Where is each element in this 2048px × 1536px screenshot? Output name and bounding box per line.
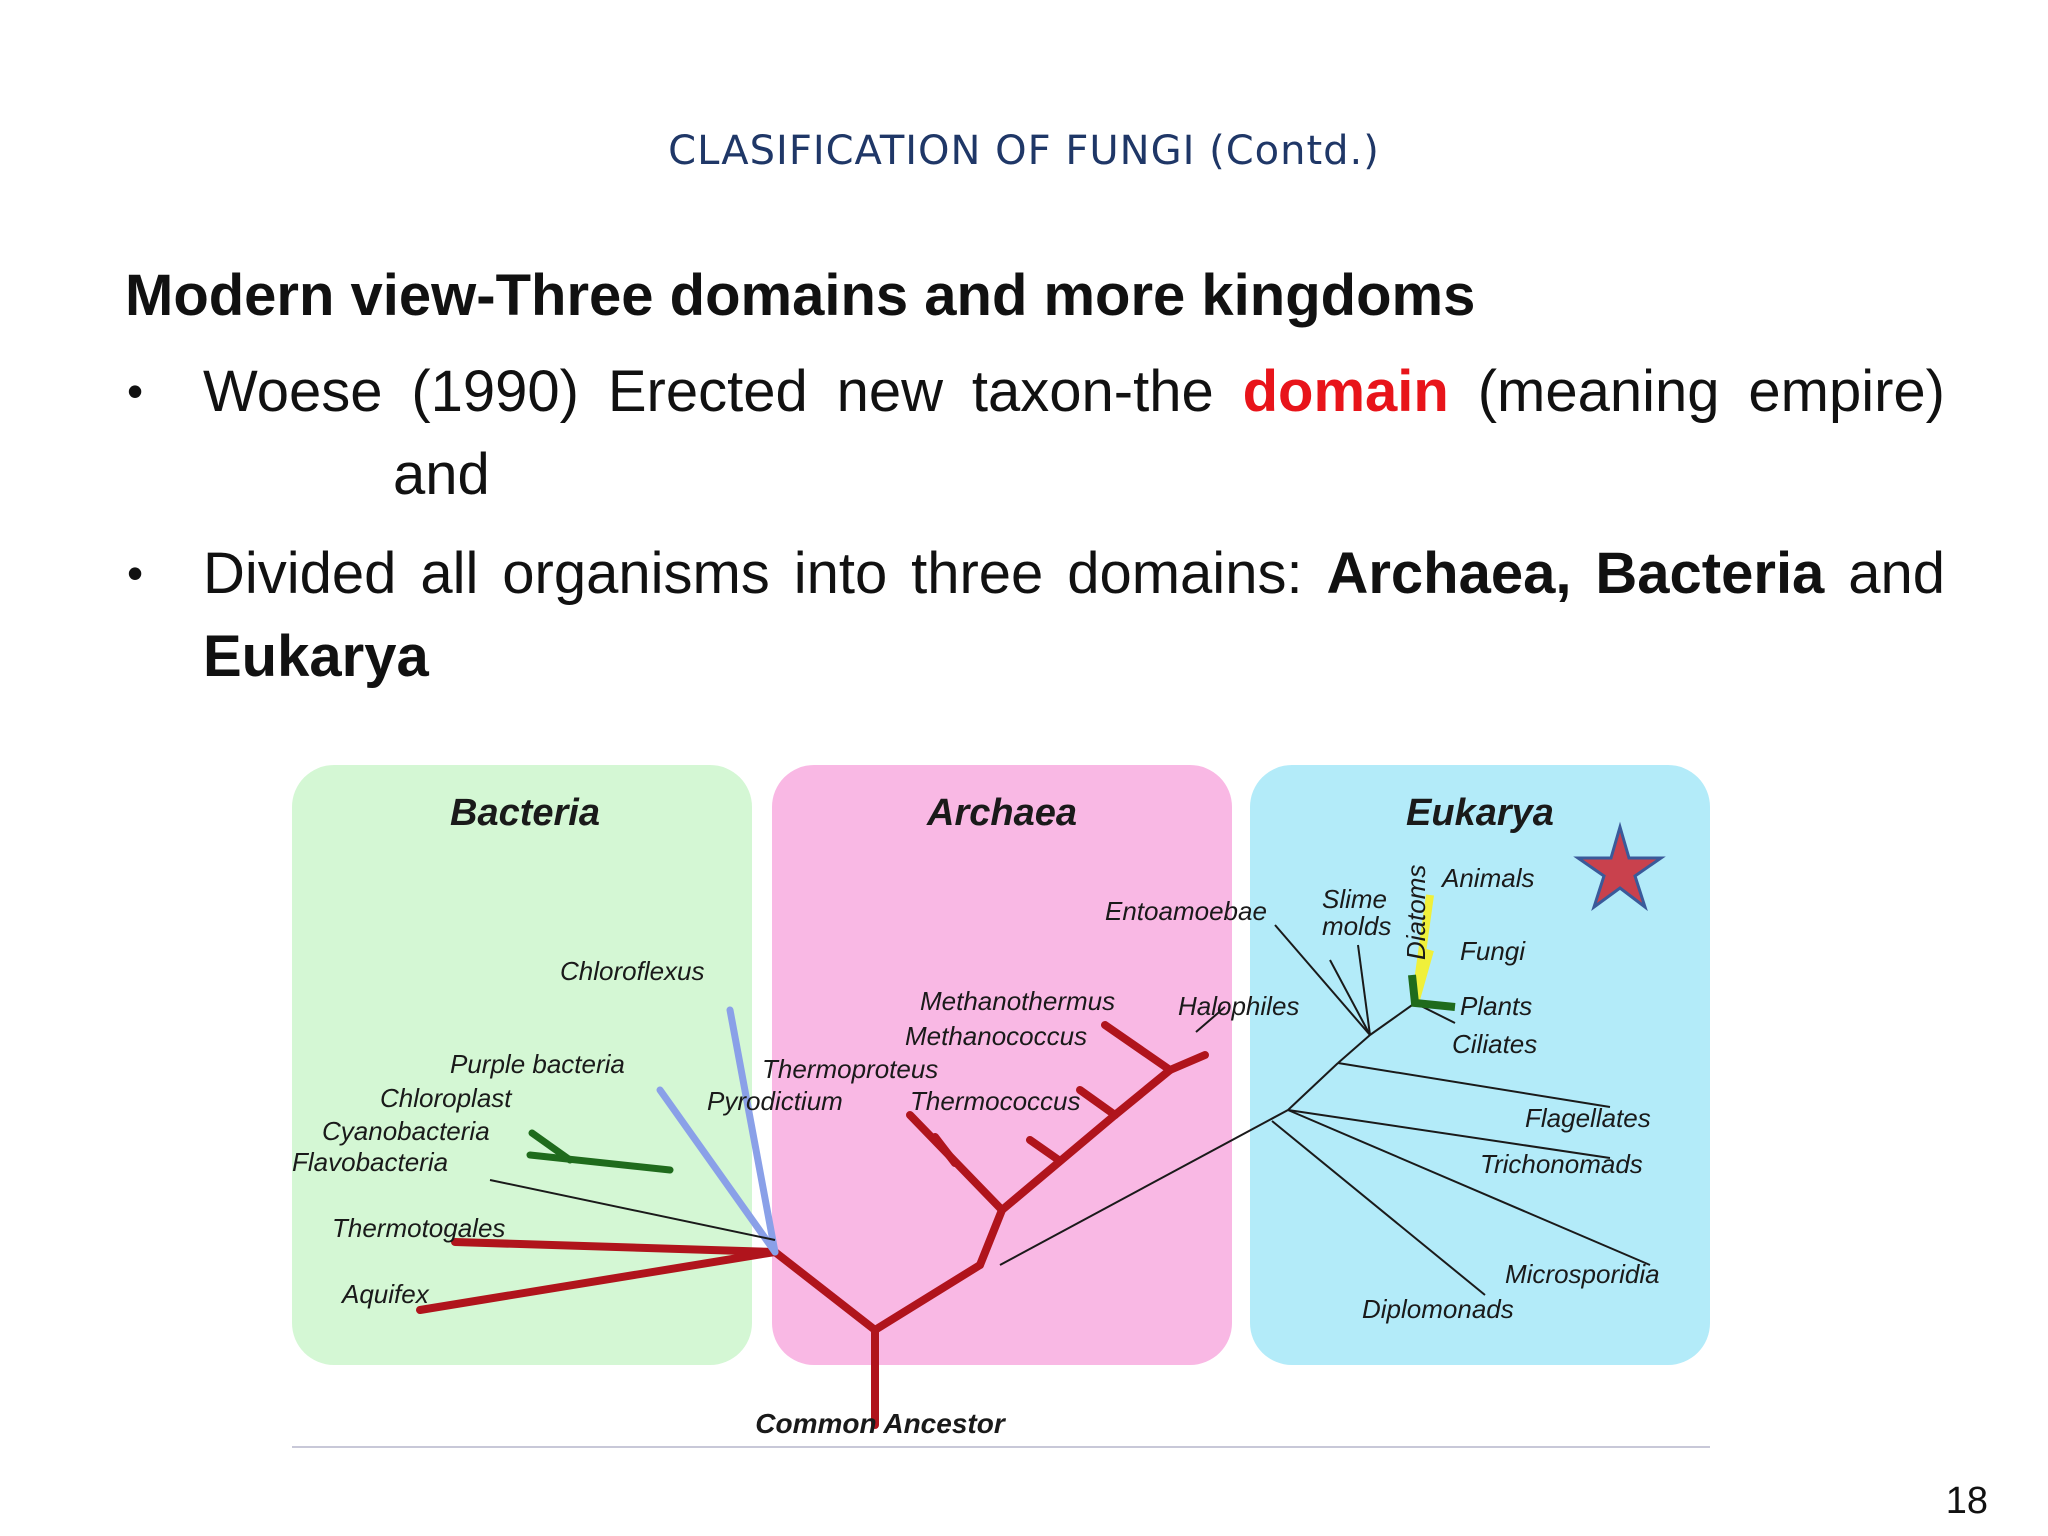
branch-plants xyxy=(1408,974,1456,1011)
label-slime-molds-2: molds xyxy=(1322,911,1391,941)
label-common-ancestor: Common Ancestor xyxy=(755,1408,1007,1439)
bullet-dot-icon: • xyxy=(127,547,144,599)
label-methanococcus: Methanococcus xyxy=(905,1021,1087,1051)
slide-title: CLASIFICATION OF FUNGI (Contd.) xyxy=(668,128,1380,174)
bullet-list: •Woese (1990) Erected new taxon-the doma… xyxy=(125,350,1945,714)
label-diplomonads: Diplomonads xyxy=(1362,1294,1514,1324)
page-number: 18 xyxy=(1945,1480,1988,1522)
branch-flavobacteria xyxy=(489,1179,776,1241)
label-thermococcus: Thermococcus xyxy=(910,1086,1081,1116)
label-halophiles: Halophiles xyxy=(1178,991,1299,1021)
eukarya-branches xyxy=(999,924,1651,1296)
archaea-branches xyxy=(871,1021,1209,1334)
label-microsporidia: Microsporidia xyxy=(1505,1259,1660,1289)
star-icon xyxy=(1573,821,1666,912)
eukarya-panel xyxy=(1250,765,1710,1365)
label-diatoms: Diatoms xyxy=(1401,865,1431,960)
bullet-item: •Divided all organisms into three domain… xyxy=(125,532,1945,698)
label-chloroplast: Chloroplast xyxy=(380,1083,513,1113)
label-animals: Animals xyxy=(1440,863,1534,893)
label-fungi: Fungi xyxy=(1460,936,1526,966)
archaea-panel xyxy=(772,765,1232,1365)
tree-of-life-diagram: Bacteria Archaea Eukarya xyxy=(292,765,1710,1448)
label-pyrodictium: Pyrodictium xyxy=(707,1086,843,1116)
label-plants: Plants xyxy=(1460,991,1532,1021)
label-slime-molds: Slime xyxy=(1322,884,1387,914)
domain-label-archaea: Archaea xyxy=(926,792,1077,834)
bacteria-colored-branches xyxy=(526,1006,779,1256)
slide-heading: Modern view-Three domains and more kingd… xyxy=(125,263,1476,328)
label-thermoproteus: Thermoproteus xyxy=(762,1054,938,1084)
label-flavobacteria: Flavobacteria xyxy=(292,1147,448,1177)
label-thermotogales: Thermotogales xyxy=(332,1213,505,1243)
label-flagellates: Flagellates xyxy=(1525,1103,1651,1133)
label-cyanobacteria: Cyanobacteria xyxy=(322,1116,490,1146)
domain-label-eukarya: Eukarya xyxy=(1406,792,1554,834)
label-chloroflexus: Chloroflexus xyxy=(560,956,705,986)
label-ciliates: Ciliates xyxy=(1452,1029,1537,1059)
label-entoamoebae: Entoamoebae xyxy=(1105,896,1267,926)
bacteria-panel xyxy=(292,765,752,1365)
highlight-domain: domain xyxy=(1242,359,1449,424)
bacteria-red-branches xyxy=(416,1238,879,1429)
label-methanothermus: Methanothermus xyxy=(920,986,1115,1016)
bullet-item: •Woese (1990) Erected new taxon-the doma… xyxy=(125,350,1945,516)
domain-label-bacteria: Bacteria xyxy=(450,792,600,834)
label-trichonomads: Trichonomads xyxy=(1480,1149,1643,1179)
bullet-dot-icon: • xyxy=(127,365,144,417)
label-aquifex: Aquifex xyxy=(340,1279,430,1309)
label-purple-bacteria: Purple bacteria xyxy=(450,1049,625,1079)
